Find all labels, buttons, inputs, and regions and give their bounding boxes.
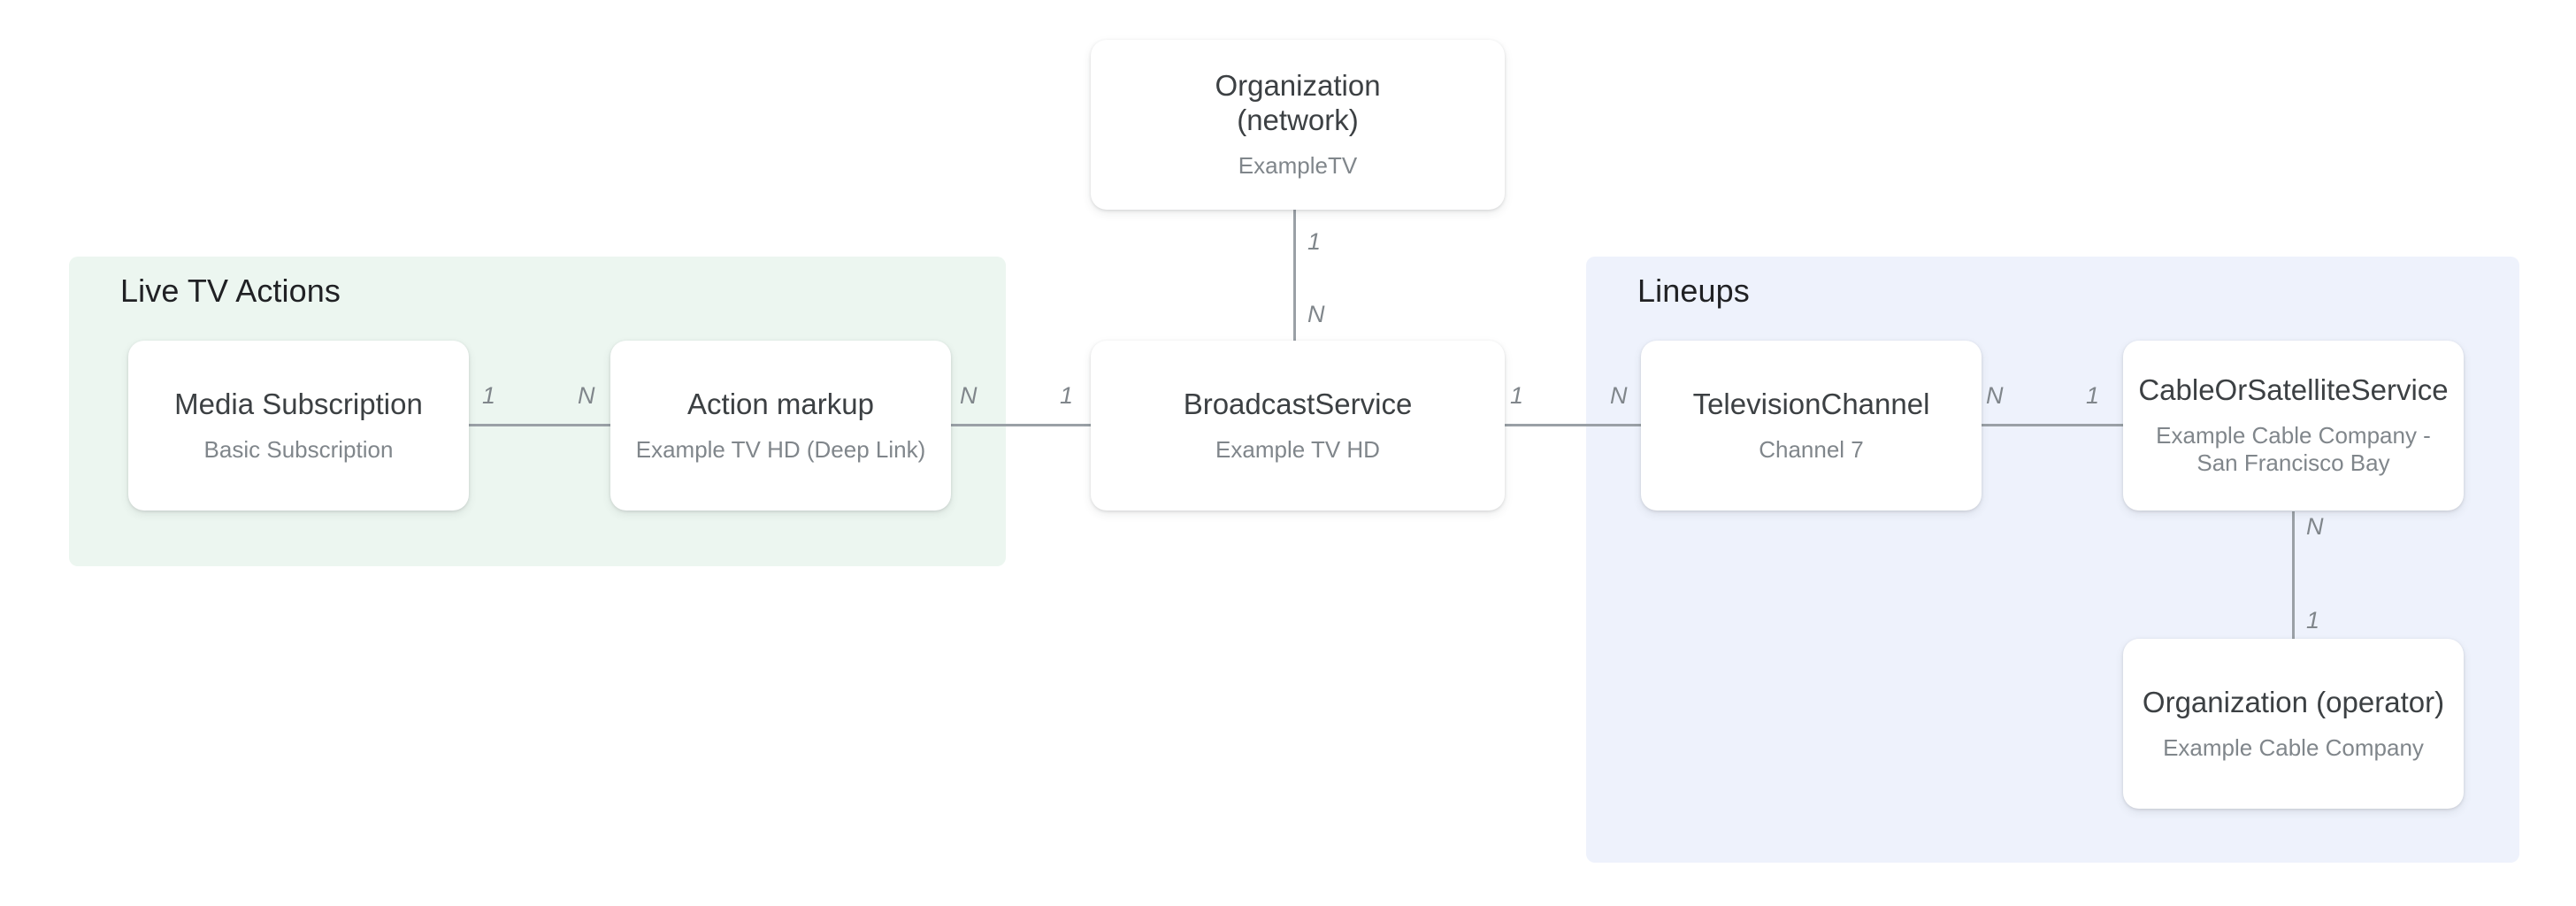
node-title: BroadcastService [1183, 387, 1413, 420]
node-title: TelevisionChannel [1692, 387, 1930, 420]
edge-broadcast-service-to-television-channel [1486, 424, 1654, 426]
cardinality-broadcast-service-left: 1 [1060, 382, 1074, 409]
node-cable-or-satellite-service[interactable]: CableOrSatelliteService Example Cable Co… [2123, 341, 2464, 511]
cardinality-action-markup-right: N [960, 382, 978, 409]
cardinality-cable-or-satellite-bottom: N [2306, 513, 2324, 540]
cardinality-broadcast-service-right: 1 [1510, 382, 1524, 409]
node-subtitle: Example Cable Company [2163, 733, 2424, 761]
cardinality-organization-operator-top: 1 [2306, 607, 2320, 633]
node-broadcast-service[interactable]: BroadcastService Example TV HD [1091, 341, 1505, 511]
node-subtitle: Example TV HD (Deep Link) [635, 435, 926, 463]
cardinality-media-subscription-right: 1 [482, 382, 496, 409]
node-media-subscription[interactable]: Media Subscription Basic Subscription [128, 341, 469, 511]
node-title: Action markup [687, 387, 874, 420]
group-title-live-tv-actions: Live TV Actions [120, 273, 341, 309]
node-subtitle: Basic Subscription [203, 435, 394, 463]
group-title-lineups: Lineups [1637, 273, 1750, 309]
edge-television-channel-to-cable-or-satellite-service [1964, 424, 2132, 426]
node-subtitle: ExampleTV [1238, 152, 1358, 180]
cardinality-television-channel-left: N [1610, 382, 1628, 409]
cardinality-action-markup-left: N [578, 382, 595, 409]
node-television-channel[interactable]: TelevisionChannel Channel 7 [1641, 341, 1982, 511]
node-subtitle: Example Cable Company - San Francisco Ba… [2156, 422, 2431, 477]
node-subtitle: Example TV HD [1215, 435, 1380, 463]
edge-action-markup-to-broadcast-service [939, 424, 1108, 426]
node-action-markup[interactable]: Action markup Example TV HD (Deep Link) [610, 341, 951, 511]
node-organization-operator[interactable]: Organization (operator) Example Cable Co… [2123, 639, 2464, 809]
node-title: Media Subscription [174, 387, 423, 420]
node-organization-network[interactable]: Organization (network) ExampleTV [1091, 40, 1505, 210]
edge-organization-network-to-broadcast-service [1293, 208, 1296, 345]
cardinality-broadcast-service-top: N [1307, 301, 1325, 327]
node-subtitle: Channel 7 [1759, 435, 1864, 463]
cardinality-television-channel-right: N [1986, 382, 2004, 409]
edge-cable-or-satellite-service-to-organization-operator [2292, 511, 2295, 640]
node-title: CableOrSatelliteService [2138, 373, 2449, 407]
edge-media-subscription-to-action-markup [460, 424, 628, 426]
node-title: Organization (operator) [2142, 685, 2445, 718]
cardinality-org-network-bottom: 1 [1307, 228, 1322, 255]
cardinality-cable-or-satellite-left: 1 [2086, 382, 2100, 409]
node-title: Organization (network) [1215, 69, 1381, 137]
